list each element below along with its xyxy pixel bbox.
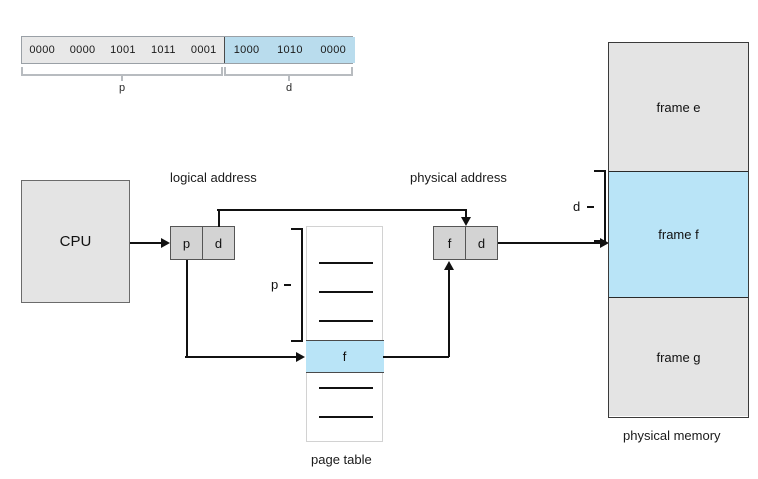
memory-frame-label: frame g	[656, 349, 701, 365]
binary-nibble: 1001	[110, 44, 136, 56]
offset-passthrough-line-up	[218, 209, 220, 227]
offset-passthrough-line-down	[465, 209, 467, 218]
frame-number-line-across	[383, 356, 449, 358]
physical-memory-caption: physical memory	[623, 428, 721, 443]
memory-offset-brace	[594, 170, 606, 242]
physical-address-box: f d	[433, 226, 498, 260]
binary-address-bar: 0000 0000 1001 1011 0001 1000 1010 0000	[21, 36, 355, 64]
page-number-lookup-arrowhead	[296, 352, 305, 362]
cpu-to-logical-address-arrowhead	[161, 238, 170, 248]
memory-offset-brace-tick	[587, 206, 594, 208]
page-table-selected-entry-label: f	[342, 349, 347, 364]
binary-address-page-section: 0000 0000 1001 1011 0001	[22, 37, 225, 63]
page-table-entry-dash	[319, 262, 373, 264]
page-number-lookup-line-across	[185, 356, 296, 358]
memory-frame: frame g	[609, 297, 748, 416]
page-table-index-brace	[291, 228, 303, 342]
offset-bits-brace-label: d	[285, 82, 293, 94]
cpu-to-logical-address-line	[130, 242, 161, 244]
physical-address-to-memory-arrowhead	[600, 238, 609, 248]
offset-passthrough-line-across	[217, 209, 466, 211]
page-table-index-brace-tick	[284, 284, 291, 286]
page-number-lookup-line-down	[186, 260, 188, 356]
cpu-box: CPU	[21, 180, 130, 303]
physical-address-caption: physical address	[410, 170, 507, 185]
memory-frame: frame e	[609, 43, 748, 171]
page-table-entry-dash	[319, 416, 373, 418]
page-table-entry-dash	[319, 387, 373, 389]
memory-offset-brace-label: d	[573, 199, 581, 214]
binary-nibble: 1010	[277, 44, 303, 56]
logical-address-offset-cell: d	[202, 227, 234, 259]
physical-address-frame-cell: f	[447, 235, 452, 251]
logical-address-page-cell: p	[182, 235, 191, 251]
memory-frame-label: frame e	[656, 99, 701, 115]
frame-number-line-up	[448, 269, 450, 357]
page-bits-brace-stem	[121, 74, 123, 81]
physical-address-offset-cell: d	[465, 227, 497, 259]
physical-address-to-memory-line	[498, 242, 602, 244]
memory-frame-label: frame f	[658, 227, 699, 242]
binary-nibble: 0001	[190, 44, 217, 56]
frame-number-arrowhead	[444, 261, 454, 270]
page-table-entry-dash	[319, 291, 373, 293]
logical-address-box: p d	[170, 226, 235, 260]
memory-frame-highlighted[interactable]: frame f	[609, 171, 748, 297]
page-table-caption: page table	[311, 452, 372, 467]
logical-address-caption: logical address	[170, 170, 257, 185]
page-bits-brace-label: p	[118, 82, 126, 94]
offset-bits-brace	[224, 67, 353, 76]
binary-nibble: 0000	[29, 44, 56, 56]
binary-nibble: 1000	[233, 44, 260, 56]
page-table-selected-entry[interactable]: f	[305, 340, 384, 373]
binary-nibble: 1011	[150, 44, 176, 56]
binary-nibble: 0000	[320, 44, 347, 56]
page-table-box: f	[305, 226, 384, 442]
offset-passthrough-arrowhead	[461, 217, 471, 226]
physical-memory-box: frame e frame f frame g	[608, 42, 749, 418]
cpu-label: CPU	[59, 233, 92, 250]
page-table-index-brace-label: p	[271, 277, 279, 292]
binary-address-offset-section: 1000 1010 0000	[224, 37, 355, 63]
page-table-entry-dash	[319, 320, 373, 322]
page-bits-brace	[21, 67, 223, 76]
offset-bits-brace-stem	[288, 74, 290, 81]
binary-nibble: 0000	[69, 44, 96, 56]
